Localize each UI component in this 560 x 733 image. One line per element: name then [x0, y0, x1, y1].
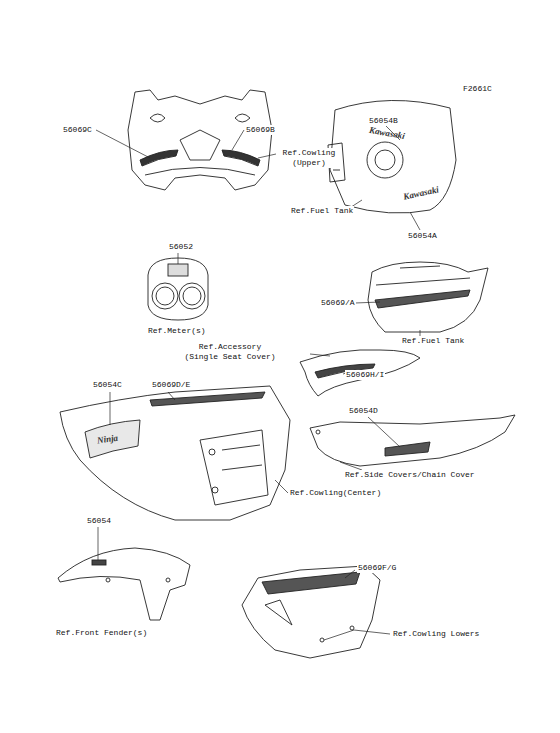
reference-note: Ref.Cowling Lowers: [392, 629, 480, 639]
reference-note: Ref.Front Fender(s): [55, 628, 148, 638]
callout-number: 56054: [86, 516, 112, 526]
figure-code: F2661C: [462, 84, 493, 94]
callout-number: 56069/A: [320, 298, 356, 308]
callout-number: 56069F/G: [357, 563, 397, 573]
callout-number: 56069D/E: [151, 380, 191, 390]
reference-note: Ref.Fuel Tank: [290, 206, 354, 216]
single-seat-cover: [300, 350, 420, 396]
meter: [148, 258, 208, 320]
reference-note: Ref.Side Covers/Chain Cover: [344, 470, 476, 480]
fuel-tank-side: [368, 262, 488, 332]
callout-number: 56069C: [62, 125, 93, 135]
reference-note: Ref.Cowling(Center): [289, 488, 382, 498]
side-cover: [310, 415, 515, 466]
callout-number: 56069B: [245, 125, 276, 135]
reference-note: Ref.Accessory (Single Seat Cover): [180, 342, 280, 362]
leader-lines: [96, 126, 420, 640]
fuel-tank-top: [328, 100, 456, 213]
lower-cowling: [242, 566, 380, 658]
reference-note: Ref.Cowling (Upper): [277, 148, 341, 168]
callout-number: 56069H/I: [345, 370, 385, 380]
front-fender: [58, 548, 190, 620]
center-cowling: [60, 386, 290, 520]
callout-number: 56054B: [368, 116, 399, 126]
reference-note: Ref.Fuel Tank: [401, 336, 465, 346]
upper-cowling: [128, 90, 272, 190]
callout-number: 56054A: [407, 231, 438, 241]
callout-number: 56054D: [348, 406, 379, 416]
reference-note: Ref.Meter(s): [147, 326, 207, 336]
callout-number: 56052: [168, 242, 194, 252]
callout-number: 56054C: [92, 380, 123, 390]
